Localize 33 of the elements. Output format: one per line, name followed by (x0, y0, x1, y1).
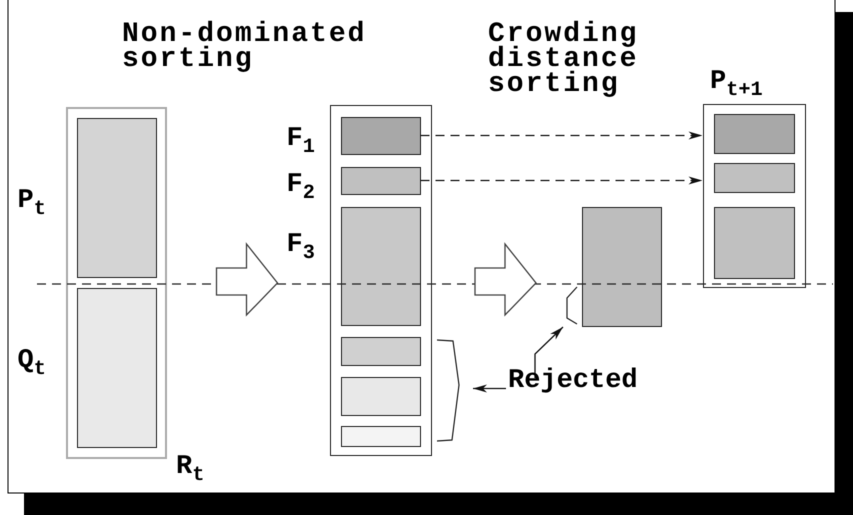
front-box (340, 376, 420, 416)
leader-line (473, 384, 506, 392)
stage-heading: Crowding distance sorting (488, 22, 640, 97)
front-box (714, 114, 794, 154)
front-box (76, 288, 156, 448)
block-arrow (216, 242, 278, 317)
stage-heading: Non-dominated sorting (122, 22, 368, 72)
front-box (340, 336, 420, 366)
block-arrow (474, 242, 537, 317)
bracket (436, 339, 460, 442)
front-box (714, 162, 794, 192)
set-label: F$_{3}$ (286, 230, 315, 265)
front-box (340, 166, 420, 194)
arrow (420, 176, 702, 184)
population-box (330, 105, 432, 456)
population-box (703, 104, 806, 288)
set-label: P$_{t+1}$ (710, 67, 763, 102)
front-box (76, 118, 156, 278)
set-label: F$_{2}$ (286, 170, 315, 205)
leader-line (534, 326, 564, 378)
set-label: P$_{t}$ (18, 186, 46, 221)
rejected-label: Rejected (508, 366, 638, 396)
set-label: R$_{t}$ (176, 452, 204, 488)
population-box (582, 207, 662, 327)
front-box (714, 206, 794, 278)
set-label: Q$_{t}$ (18, 346, 46, 381)
set-label: F$_{1}$ (286, 124, 315, 159)
front-box (340, 116, 420, 154)
bracket (566, 286, 578, 325)
front-box (340, 206, 420, 326)
front-box (340, 426, 420, 446)
population-box (66, 107, 167, 459)
arrow (420, 132, 702, 140)
